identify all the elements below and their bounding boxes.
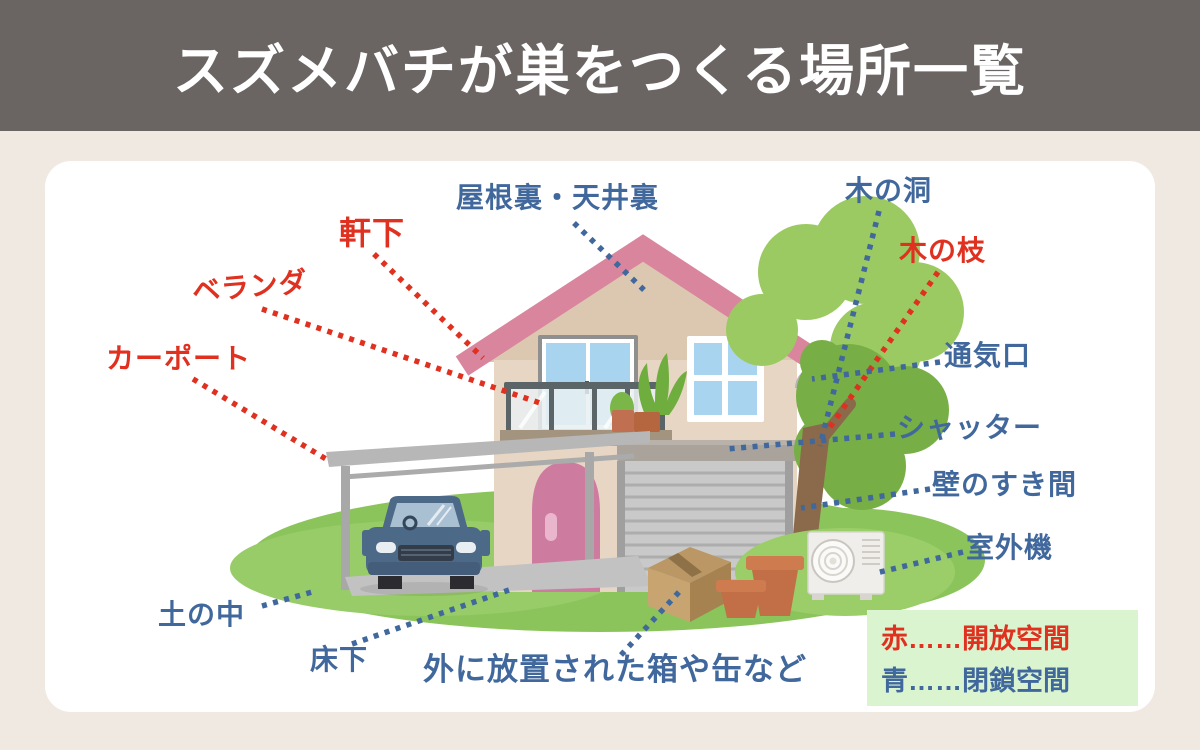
page-title: スズメバチが巣をつくる場所一覧 (173, 39, 1027, 102)
leader-lines (191, 210, 964, 657)
leader-line-vent (811, 359, 941, 382)
carport-structure (326, 431, 652, 596)
label-tree-hollow: 木の洞 (845, 175, 933, 206)
leader-line-attic (572, 221, 646, 292)
label-outdoor-unit: 室外機 (966, 532, 1054, 563)
balcony-plants (610, 353, 687, 432)
leader-line-outdoor-boxes (618, 590, 682, 657)
leader-line-underground (261, 589, 313, 609)
label-under-floor: 床下 (310, 644, 369, 675)
label-underground: 土の中 (158, 599, 246, 630)
legend-red-open-space: 赤……開放空間 (881, 624, 1070, 654)
leader-line-under-floor (351, 587, 510, 647)
label-wall-gap: 壁のすき間 (932, 469, 1078, 500)
front-door (532, 462, 600, 592)
leader-line-under-eaves (372, 252, 485, 360)
leader-line-veranda (261, 306, 544, 407)
label-under-eaves: 軒下 (339, 215, 406, 251)
flower-pots (716, 556, 804, 618)
leader-line-outdoor-unit (875, 549, 964, 576)
house (455, 234, 837, 592)
cardboard-box (648, 547, 731, 622)
label-tree-branch: 木の枝 (899, 235, 987, 266)
car (360, 496, 490, 596)
label-attic: 屋根裏・天井裏 (456, 182, 660, 213)
label-shutter: シャッター (897, 412, 1043, 443)
tree (726, 196, 964, 578)
legend: 赤……開放空間 青……閉鎖空間 (867, 610, 1138, 706)
label-carport: カーポート (106, 343, 252, 374)
leader-line-tree-branch (825, 270, 941, 432)
title-bar: スズメバチが巣をつくる場所一覧 (0, 0, 1200, 131)
label-outdoor-boxes: 外に放置された箱や缶など (423, 652, 807, 687)
leader-line-carport (191, 376, 333, 465)
legend-blue-closed-space: 青……閉鎖空間 (881, 666, 1070, 696)
leader-line-shutter (726, 431, 896, 452)
label-vent: 通気口 (944, 340, 1032, 371)
outdoor-unit (807, 531, 885, 600)
